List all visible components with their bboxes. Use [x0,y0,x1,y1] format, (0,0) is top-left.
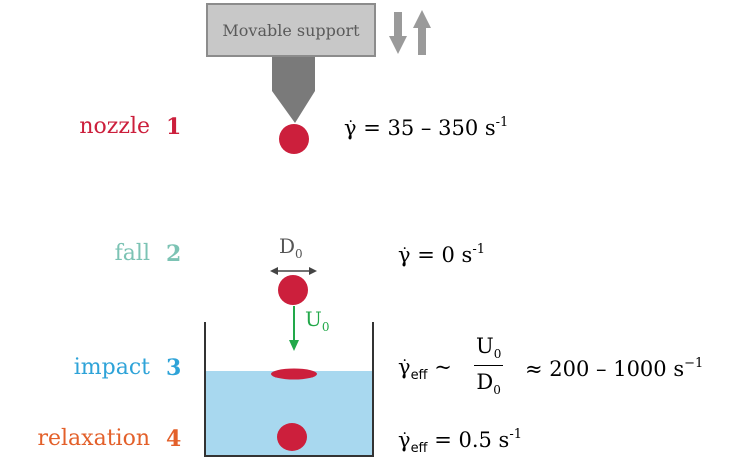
fraction-denominator: D0 [476,370,501,398]
stage-label-nozzle: nozzle [79,114,150,139]
equation-impact-lhs: ·γeff ~ [398,353,452,383]
stage-label-fall: fall [114,241,150,266]
diameter-arrow-icon [270,267,317,275]
velocity-label: U0 [305,307,330,334]
movement-arrows-icon [389,10,431,55]
equation-impact-rhs: ≈ 200 – 1000 s−1 [525,356,704,381]
equation-nozzle: ·γ = 35 – 350 s-1 [344,114,509,140]
stage-number-2: 2 [166,241,182,267]
stage-number-1: 1 [166,114,182,140]
equation-relaxation: ·γeff = 0.5 s-1 [398,426,523,456]
droplet-relaxation [277,423,307,451]
droplet-fall [278,275,308,305]
diameter-label: D0 [279,234,303,261]
stage-label-impact: impact [73,355,150,380]
velocity-arrow-icon [289,306,299,351]
equation-fall: ·γ = 0 s-1 [398,241,486,267]
stage-label-relaxation: relaxation [37,426,150,451]
droplet-nozzle [279,124,309,154]
equation-impact-fraction: U0 D0 [474,334,504,398]
movable-support: Movable support [206,3,376,57]
droplet-impact [271,368,317,380]
stage-number-3: 3 [166,355,182,381]
nozzle-icon [272,57,315,123]
support-label: Movable support [222,20,360,40]
container [204,322,374,457]
stage-number-4: 4 [166,426,182,452]
fraction-numerator: U0 [474,334,504,367]
